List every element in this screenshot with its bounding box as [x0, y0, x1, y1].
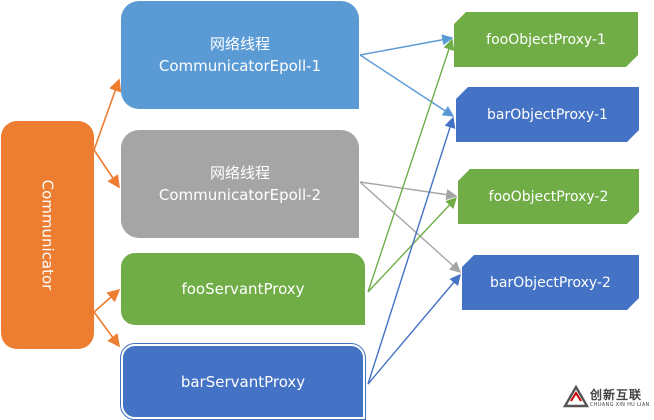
- communicator-epoll-2-node: 网络线程 CommunicatorEpoll-2: [121, 130, 359, 238]
- edge-epoll1-fooobjectproxy1: [359, 34, 454, 56]
- bar-object-proxy-2-label: barObjectProxy-2: [490, 274, 611, 291]
- edge-communicator-epoll2: [93, 149, 120, 189]
- watermark-en: CHUANG XIN HU LIAN: [590, 401, 650, 408]
- bar-object-proxy-1-node: barObjectProxy-1: [456, 87, 639, 142]
- foo-object-proxy-1-label: fooObjectProxy-1: [486, 31, 606, 48]
- foo-servant-proxy-node: fooServantProxy: [121, 253, 365, 325]
- foo-object-proxy-2-node: fooObjectProxy-2: [458, 169, 639, 224]
- bar-servant-proxy-label: barServantProxy: [180, 372, 306, 391]
- edge-communicator-fooservantproxy: [93, 288, 121, 313]
- watermark: 创新互联 CHUANG XIN HU LIAN: [558, 378, 654, 418]
- bar-servant-proxy-node: barServantProxy: [120, 343, 366, 420]
- edge-communicator-barservantproxy: [93, 311, 120, 348]
- epoll-1-thread-label: 网络线程: [209, 35, 270, 53]
- watermark-cn: 创新互联: [590, 387, 643, 402]
- epoll-2-name-label: CommunicatorEpoll-2: [158, 186, 322, 204]
- epoll-1-name-label: CommunicatorEpoll-1: [158, 57, 322, 75]
- edge-epoll2-barobjectproxy2: [359, 181, 462, 273]
- edge-barservantproxy-barobjectproxy1: [367, 116, 456, 385]
- edge-communicator-epoll1: [93, 78, 122, 151]
- edge-fooservantproxy-fooobjectproxy2: [367, 196, 457, 293]
- edge-fooservantproxy-fooobjectproxy1: [367, 38, 455, 293]
- logo-icon: [562, 384, 590, 408]
- bar-object-proxy-1-label: barObjectProxy-1: [487, 106, 608, 123]
- watermark-text: 创新互联 CHUANG XIN HU LIAN: [590, 388, 650, 409]
- bar-object-proxy-2-node: barObjectProxy-2: [462, 255, 639, 310]
- edge-epoll1-barobjectproxy1: [359, 54, 455, 117]
- foo-object-proxy-2-label: fooObjectProxy-2: [488, 188, 609, 205]
- foo-object-proxy-1-node: fooObjectProxy-1: [454, 12, 638, 67]
- communicator-node: Communicator: [1, 121, 94, 349]
- foo-servant-proxy-label: fooServantProxy: [181, 280, 305, 298]
- epoll-2-thread-label: 网络线程: [209, 164, 270, 182]
- edge-barservantproxy-barobjectproxy2: [367, 273, 461, 385]
- communicator-epoll-1-node: 网络线程 CommunicatorEpoll-1: [121, 1, 359, 109]
- edge-epoll2-fooobjectproxy2: [359, 181, 458, 201]
- communicator-label: Communicator: [38, 179, 57, 291]
